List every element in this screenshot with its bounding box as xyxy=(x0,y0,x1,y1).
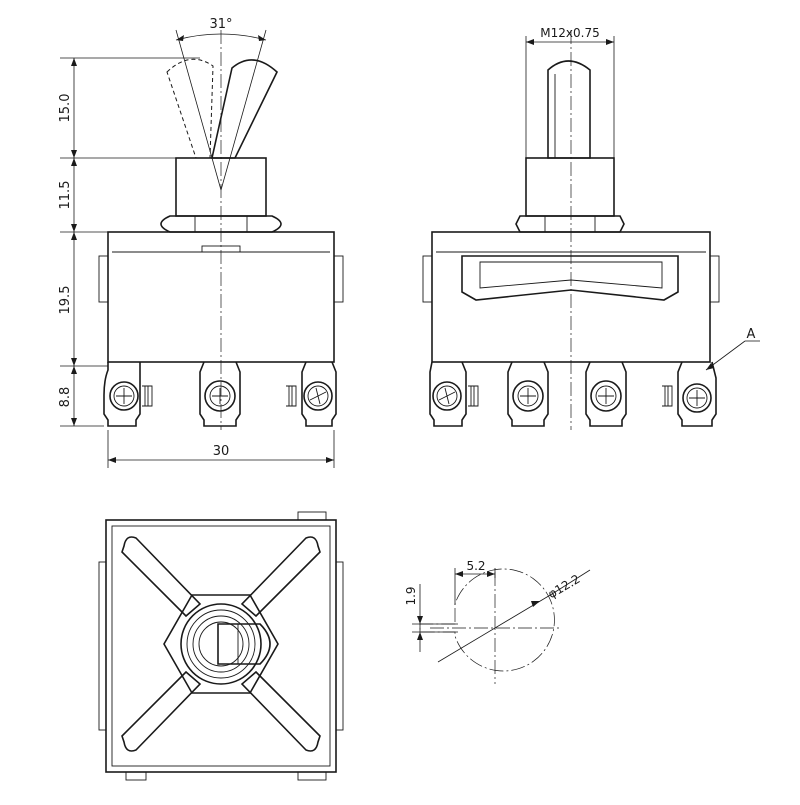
terminal xyxy=(585,361,627,427)
dim-terminal-height: 8.8 xyxy=(58,387,73,408)
terminal xyxy=(286,361,337,427)
detail-leader xyxy=(705,340,746,371)
hex-nut-side xyxy=(515,215,625,233)
terminal xyxy=(103,362,153,427)
dim-body-width: 30 xyxy=(213,444,230,459)
detail-marker-a: A xyxy=(747,327,756,342)
lever-alternate-position xyxy=(166,58,214,159)
side-view xyxy=(422,30,760,430)
dim-bushing-height: 11.5 xyxy=(58,181,73,210)
dim-body-height: 19.5 xyxy=(58,286,73,315)
top-view xyxy=(98,511,344,781)
terminal xyxy=(507,361,549,427)
toggle-lever-side xyxy=(547,60,591,159)
side-clip-left xyxy=(98,255,109,303)
dim-toggle-angle: 31° xyxy=(209,17,232,32)
toggle-lever-top xyxy=(217,623,271,665)
terminal-row-side xyxy=(429,361,717,427)
dim-hole-diameter: φ12.2 xyxy=(546,572,583,601)
dim-key-depth: 1.9 xyxy=(404,586,418,605)
terminal-row-front xyxy=(103,361,337,427)
panel-cutout xyxy=(412,568,591,684)
actuator-window xyxy=(461,255,679,301)
cross-ribs xyxy=(121,536,321,752)
front-view xyxy=(60,29,344,468)
hex-nut-top xyxy=(163,594,279,694)
terminal xyxy=(662,361,717,427)
body-outline-top xyxy=(105,519,337,773)
side-clip-right xyxy=(333,255,344,303)
dim-key-width: 5.2 xyxy=(466,559,485,573)
terminal xyxy=(199,361,241,427)
dim-thread: M12x0.75 xyxy=(540,26,599,40)
dim-lever-height: 15.0 xyxy=(58,94,73,123)
mounting-hole-outline xyxy=(419,568,555,672)
bushing-side xyxy=(525,157,615,217)
toggle-lever xyxy=(211,59,278,159)
terminal xyxy=(429,361,479,427)
